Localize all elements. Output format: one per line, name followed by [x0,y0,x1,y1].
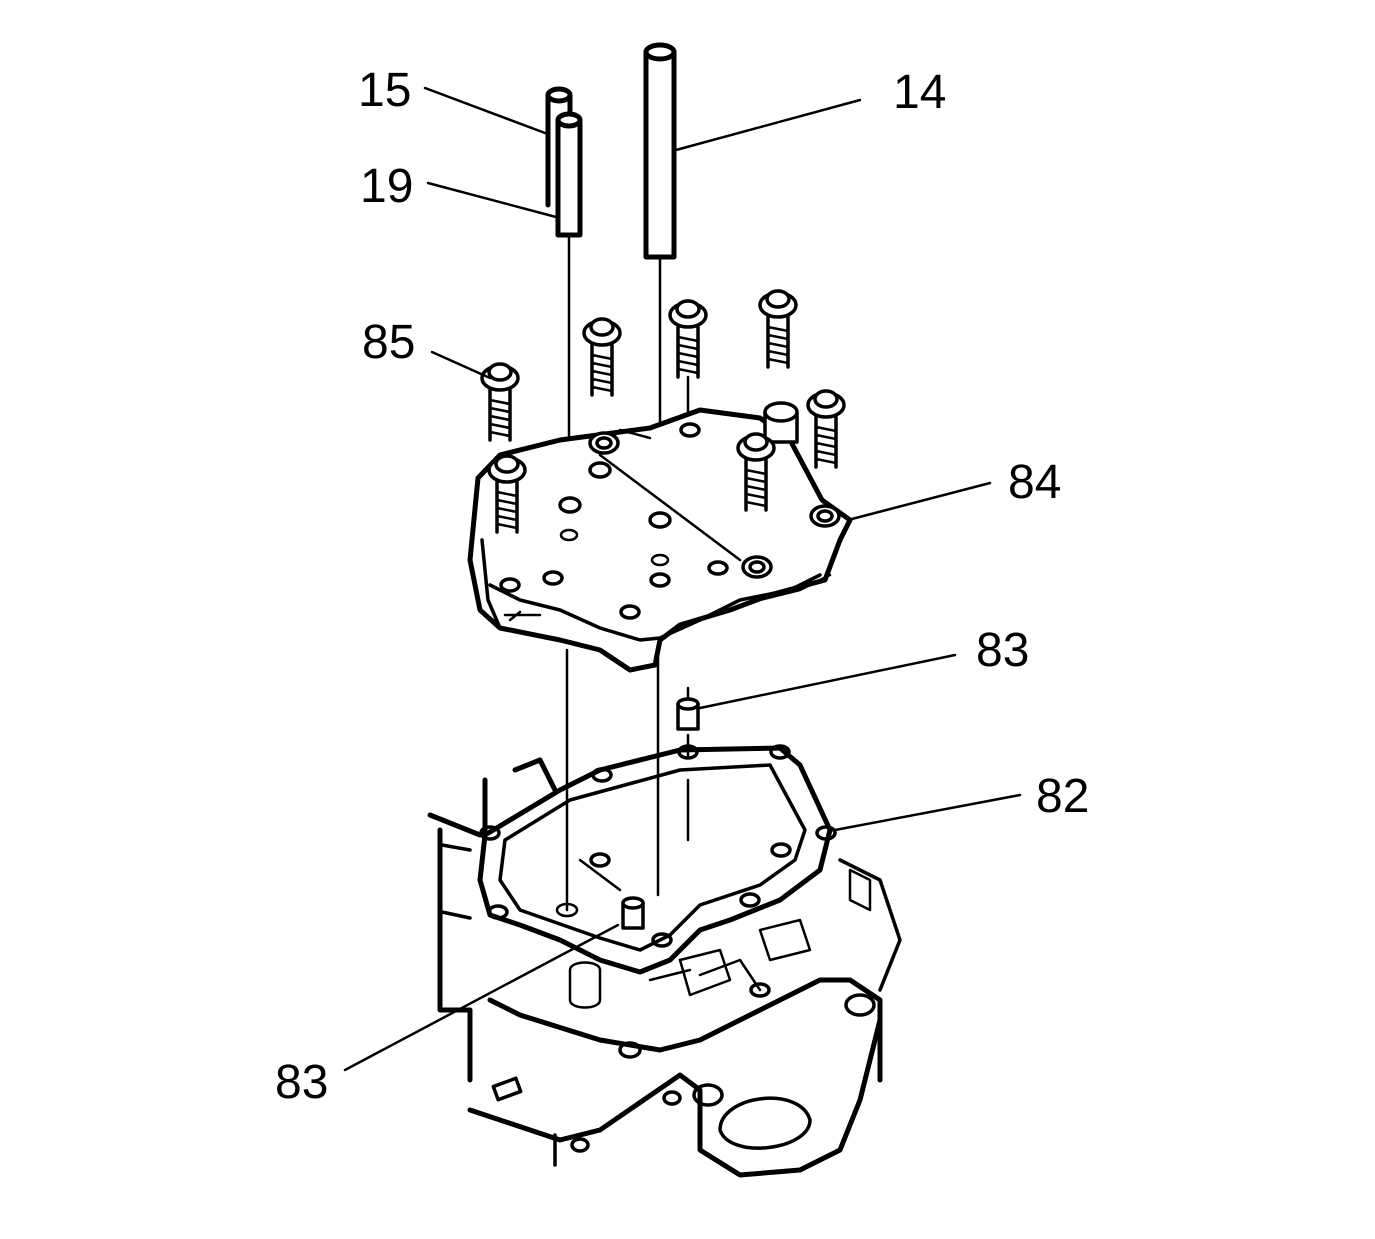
bolt-icon [806,389,846,469]
leader-line-19 [426,181,558,219]
bolt-icon [736,432,776,512]
bolt-icon [758,289,798,369]
callout-84: 84 [1008,456,1061,509]
dowel-pin-83-lower [555,896,645,930]
bolt-icon [668,299,708,425]
callout-83-upper: 83 [976,624,1029,677]
callout-15: 15 [358,64,411,117]
callout-19: 19 [360,160,413,213]
callout-83-lower: 83 [275,1056,328,1109]
bolt-icon [487,454,527,534]
leader-line-84 [846,481,992,522]
leader-line-14 [674,98,862,152]
transmission-case [427,757,902,1178]
callout-14: 14 [893,66,946,119]
leader-line-83-upper [698,653,957,710]
bolt-icon [480,362,520,442]
leader-line-85 [430,350,492,380]
dowel-pin-83-upper [676,686,700,842]
leader-line-15 [423,86,547,135]
leader-line-82 [833,793,1022,832]
callout-82: 82 [1036,770,1089,823]
callout-85: 85 [362,316,415,369]
gasket-82 [477,744,837,975]
valve-body-cover-84 [467,401,853,673]
leader-line-83-lower [343,923,620,1072]
bolt-icon [582,317,622,397]
